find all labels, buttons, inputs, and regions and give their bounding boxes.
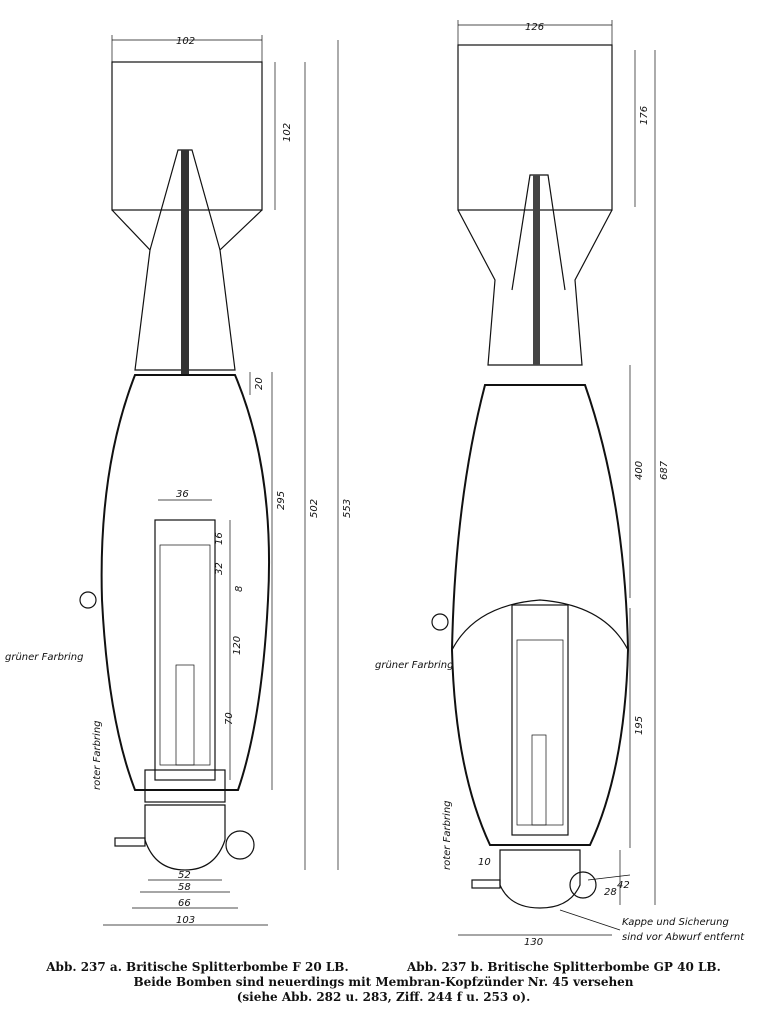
dim-a-120: 120: [232, 636, 243, 655]
bomb-a-fuze-seat: [144, 769, 226, 803]
bomb-a-dimension-labels: 102 102 20 295 502 553 36 16 32 8 120 70…: [5, 36, 353, 926]
dim-a-295: 295: [276, 491, 287, 510]
dim-a-52: 52: [178, 870, 191, 881]
bomb-b-body: [450, 384, 630, 846]
dim-b-130: 130: [524, 937, 543, 948]
label-b-red-ring: roter Farbring: [442, 800, 453, 870]
label-b-green-ring: grüner Farbring: [375, 660, 454, 671]
dim-a-tail-height: 102: [282, 123, 293, 142]
bomb-b-dimensions: [457, 20, 656, 936]
bomb-a-dimensions: [103, 35, 339, 926]
dim-a-103: 103: [176, 915, 195, 926]
dim-a-66: 66: [178, 898, 191, 909]
bomb-a-pin: [114, 837, 146, 847]
caption-figure-b: Abb. 237 b. Britische Splitterbombe GP 4…: [407, 960, 721, 974]
bomb-a-charge-cavity: [154, 519, 216, 781]
caption-line-2: Beide Bomben sind neuerdings mit Membran…: [133, 975, 634, 989]
note-b-cap-2: sind vor Abwurf entfernt: [622, 932, 745, 943]
dim-b-195: 195: [634, 716, 645, 735]
dim-a-tail-width: 102: [176, 36, 195, 47]
bomb-b-safety-ring: [569, 871, 597, 899]
dim-b-tail-height: 176: [639, 106, 650, 125]
label-a-red-ring: roter Farbring: [92, 720, 103, 790]
note-b-cap-1: Kappe und Sicherung: [622, 917, 729, 928]
bomb-a-body: [100, 374, 271, 791]
dim-a-8: 8: [234, 586, 245, 592]
bomb-b-fuze: [499, 849, 581, 909]
caption-line-1: Abb. 237 a. Britische Splitterbombe F 20…: [0, 960, 767, 975]
caption-line-3: (siehe Abb. 282 u. 283, Ziff. 244 f u. 2…: [236, 990, 531, 1004]
bomb-b-inner-tube: [516, 639, 564, 826]
dim-a-58: 58: [178, 882, 191, 893]
bomb-a-safety-ring: [225, 830, 255, 860]
dim-a-32: 32: [214, 562, 225, 575]
dim-a-553: 553: [342, 499, 353, 518]
bomb-a-drawing: [79, 61, 271, 871]
dim-a-20: 20: [254, 377, 265, 390]
bomb-b-charge-cavity: [511, 604, 569, 836]
dim-b-400: 400: [634, 461, 645, 480]
label-a-green-ring: grüner Farbring: [5, 652, 84, 663]
bomb-b-detonator: [531, 734, 547, 826]
bomb-b-dimension-labels: 126 176 400 687 195 10 28 42 130 grüner …: [375, 22, 745, 948]
bomb-b-lower-charge: [451, 599, 629, 846]
bomb-b-pin: [471, 879, 501, 889]
bomb-b-drawing: [431, 44, 630, 909]
dim-a-502: 502: [309, 499, 320, 518]
bomb-b-suspension-lug: [431, 613, 449, 631]
dim-b-42: 42: [617, 880, 630, 891]
bomb-a-rod: [181, 150, 189, 375]
bomb-a-detonator: [175, 664, 195, 766]
bomb-a-fuze: [144, 804, 226, 871]
dim-b-687: 687: [659, 460, 670, 480]
dim-b-10: 10: [478, 857, 491, 868]
dim-a-36: 36: [176, 489, 189, 500]
dim-a-70: 70: [224, 712, 235, 725]
bomb-a-suspension-lug: [79, 591, 97, 609]
dim-b-tail-width: 126: [525, 22, 544, 33]
bomb-b-rod: [533, 175, 540, 365]
dim-b-28: 28: [604, 887, 617, 898]
bomb-a-inner-tube: [159, 544, 211, 766]
caption-figure-a: Abb. 237 a. Britische Splitterbombe F 20…: [46, 960, 349, 974]
dim-a-16: 16: [214, 532, 225, 545]
